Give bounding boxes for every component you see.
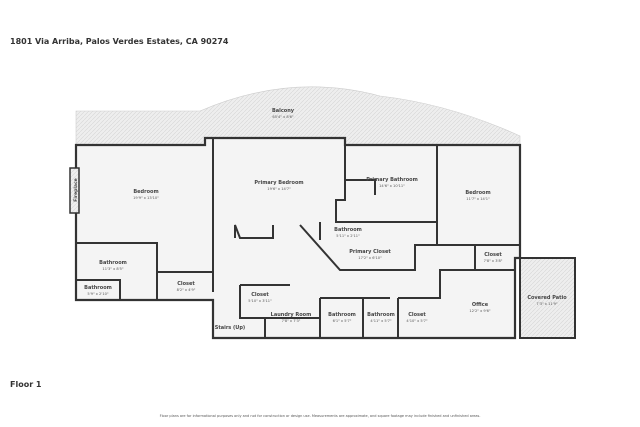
- room-name: Bathroom: [367, 312, 395, 318]
- house-outline: [74, 136, 522, 340]
- room-dimensions: 7'8" x 3'8": [484, 259, 503, 263]
- room-dimensions: 11'7" x 14'1": [466, 197, 490, 201]
- room-dimensions: 4'10" x 5'7": [406, 319, 427, 323]
- room-name: Closet: [484, 252, 502, 258]
- room-name: Bedroom: [465, 190, 490, 196]
- room-name: Closet: [251, 292, 269, 298]
- room-name: Office: [472, 302, 489, 308]
- room-name: Bathroom: [328, 312, 356, 318]
- room-name: Closet: [408, 312, 426, 318]
- fireplace: [69, 167, 80, 214]
- room-dimensions: 5'9" x 2'10": [87, 292, 108, 296]
- room-name: Balcony: [272, 108, 295, 114]
- room-dimensions: 17'2" x 6'10": [358, 256, 382, 260]
- room-dimensions: 14'6" x 10'11": [379, 184, 405, 188]
- room-dimensions: 7'8" x 7'3": [282, 319, 301, 323]
- room-name: Laundry Room: [271, 312, 312, 318]
- room-dimensions: 11'3" x 8'5": [102, 267, 123, 271]
- room-dimensions: 5'11" x 2'11": [336, 234, 360, 238]
- fireplace-label: Fireplace: [73, 178, 79, 201]
- room-dimensions: 12'2" x 9'6": [469, 309, 490, 313]
- room-name: Primary Closet: [349, 249, 391, 255]
- room-name: Bathroom: [99, 260, 127, 266]
- room-name: Stairs (Up): [215, 325, 245, 331]
- address-title: 1801 Via Arriba, Palos Verdes Estates, C…: [10, 37, 229, 46]
- room-name: Closet: [177, 281, 195, 287]
- room-name: Covered Patio: [527, 295, 567, 301]
- room-dimensions: 6'1" x 5'7": [333, 319, 352, 323]
- room-dimensions: 65'4" x 8'6": [272, 115, 293, 119]
- room-name: Bathroom: [84, 285, 112, 291]
- interior-walls: [76, 138, 520, 338]
- room-dimensions: 7'3" x 11'9": [536, 302, 557, 306]
- room-dimensions: 5'10" x 3'11": [248, 299, 272, 303]
- room-name: Primary Bathroom: [366, 177, 418, 183]
- room-name: Primary Bedroom: [254, 180, 303, 186]
- room-dimensions: 19'9" x 13'10": [133, 196, 159, 200]
- room-dimensions: 8'2" x 4'9": [177, 288, 196, 292]
- balcony-area: [75, 86, 521, 146]
- room-dimensions: 19'6" x 14'7": [267, 187, 291, 191]
- room-name: Bedroom: [133, 189, 158, 195]
- room-dimensions: 4'11" x 5'7": [370, 319, 391, 323]
- covered-patio-area: [519, 257, 576, 339]
- room-name: Bathroom: [334, 227, 362, 233]
- floor-label: Floor 1: [10, 380, 42, 389]
- disclaimer: Floor plans are for informational purpos…: [159, 414, 481, 418]
